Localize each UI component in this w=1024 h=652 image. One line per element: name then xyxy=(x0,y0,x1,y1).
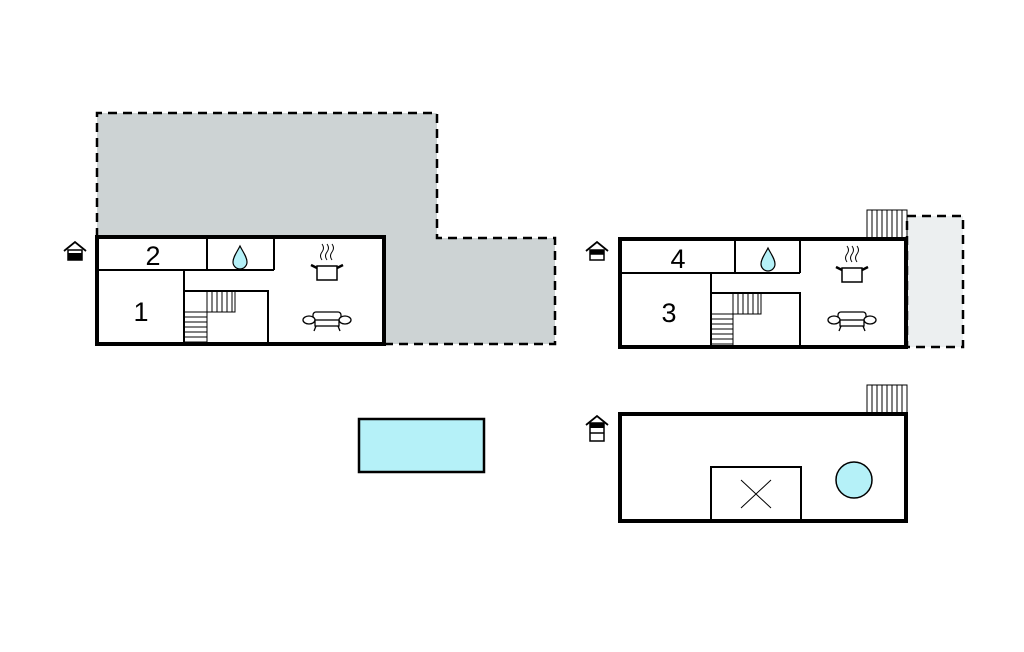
void-box xyxy=(710,466,802,522)
stairs-icon xyxy=(866,209,908,240)
room-1-label: 1 xyxy=(133,297,148,327)
terrace-right xyxy=(905,214,965,349)
house-floor-icon xyxy=(585,415,609,442)
plan-right-lower xyxy=(585,384,908,523)
stairs-icon xyxy=(712,294,762,347)
house-floor-icon xyxy=(585,241,609,261)
building-left xyxy=(95,235,386,346)
void-x-icon xyxy=(740,479,772,509)
room-2-label: 2 xyxy=(145,241,160,271)
cooking-pot-icon xyxy=(309,242,345,282)
room-3-label: 3 xyxy=(661,298,676,328)
terrace-left xyxy=(95,111,557,346)
room-4-label: 4 xyxy=(670,244,685,274)
stairs-icon xyxy=(185,292,236,344)
sofa-icon xyxy=(302,311,352,332)
hot-tub-icon xyxy=(835,461,873,499)
house-floor-icon xyxy=(63,241,87,261)
pool xyxy=(357,417,486,474)
building-right-upper xyxy=(618,237,908,349)
sofa-icon xyxy=(827,311,877,332)
cooking-pot-icon xyxy=(834,244,870,284)
stairs-icon xyxy=(866,384,908,414)
plan-left: 2 1 xyxy=(63,111,557,346)
water-drop-icon xyxy=(232,245,248,270)
water-drop-icon xyxy=(760,247,776,272)
plan-right-upper: 4 3 xyxy=(585,209,965,349)
